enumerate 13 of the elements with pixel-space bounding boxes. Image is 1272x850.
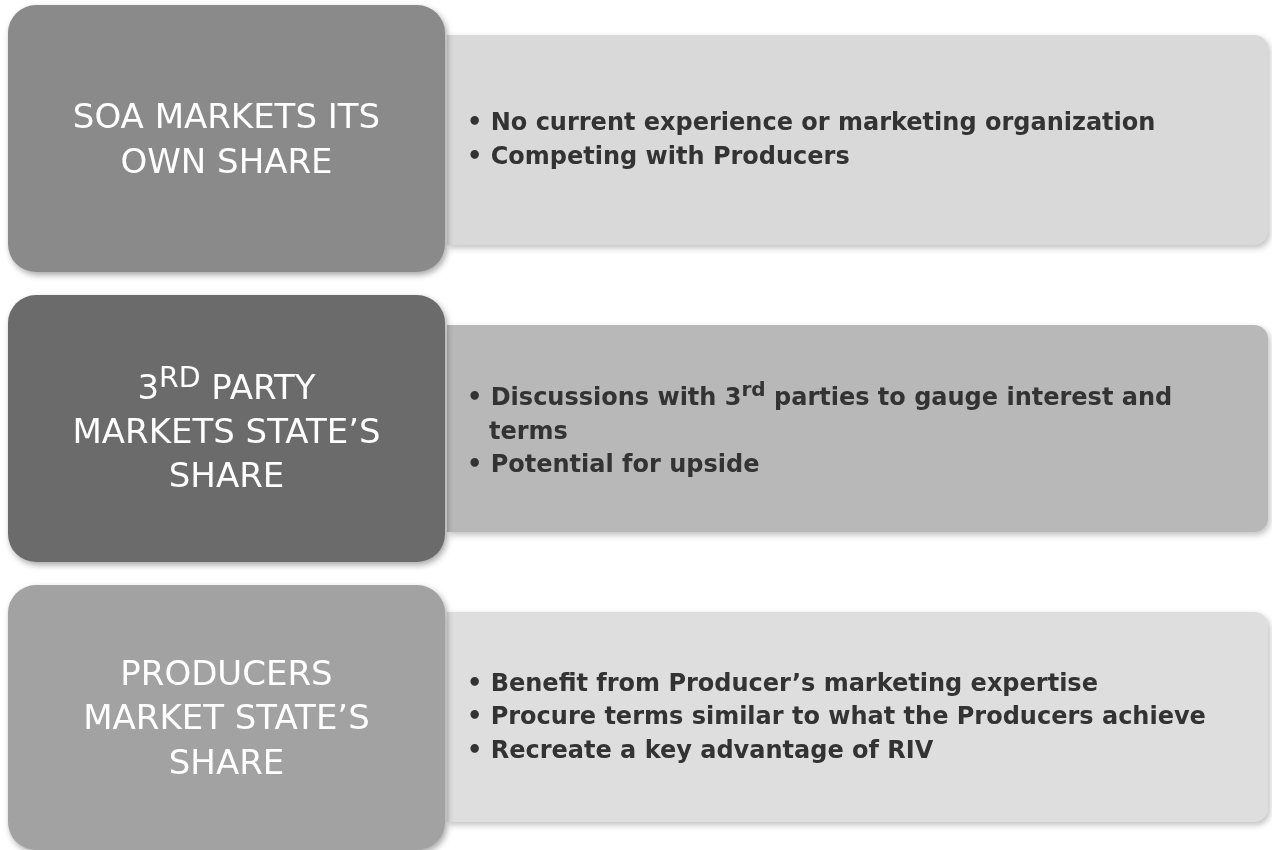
bullet-item: • Procure terms similar to what the Producers achieve: [467, 701, 1207, 733]
bullet-item: • Recreate a key advantage of RIV: [467, 734, 935, 766]
bullet-item: • Potential for upside: [467, 449, 761, 481]
bullet-item: • Benefit from Producer’s marketing expertise: [467, 667, 1099, 699]
bullet-item: • Competing with Producers: [467, 141, 851, 172]
bullet-item: • Discussions with 3$^{rd}$ parties to gauge interest and terms: [467, 376, 1174, 447]
text-panel: [447, 325, 1268, 532]
text-panel: [447, 612, 1268, 822]
category-box: SOA MARKETS ITS OWN SHARE: [8, 5, 445, 272]
category-box: PRODUCERS MARKET STATE’S SHARE: [8, 585, 445, 850]
text-panel: [447, 35, 1268, 245]
category-box: 3$^{RD}$ PARTY MARKETS STATE’S SHARE: [8, 295, 445, 562]
bullet-item: • No current experience or marketing organization: [467, 107, 1157, 139]
